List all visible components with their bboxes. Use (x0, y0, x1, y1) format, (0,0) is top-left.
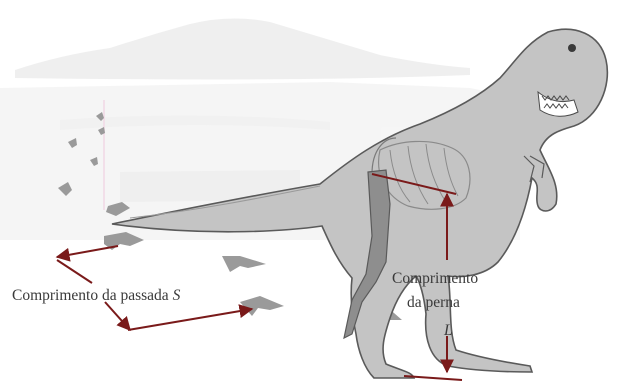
stride-length-variable: S (173, 287, 181, 304)
leg-length-label-line2: da perna (407, 294, 460, 312)
footprint-icon (222, 256, 266, 272)
stride-length-label: Comprimento da passada S (12, 287, 180, 305)
stride-length-text: Comprimento da passada (12, 287, 169, 304)
leg-length-variable: L (444, 322, 453, 340)
footprint-icon (240, 296, 284, 316)
leg-length-label-line1: Comprimento (392, 270, 478, 288)
